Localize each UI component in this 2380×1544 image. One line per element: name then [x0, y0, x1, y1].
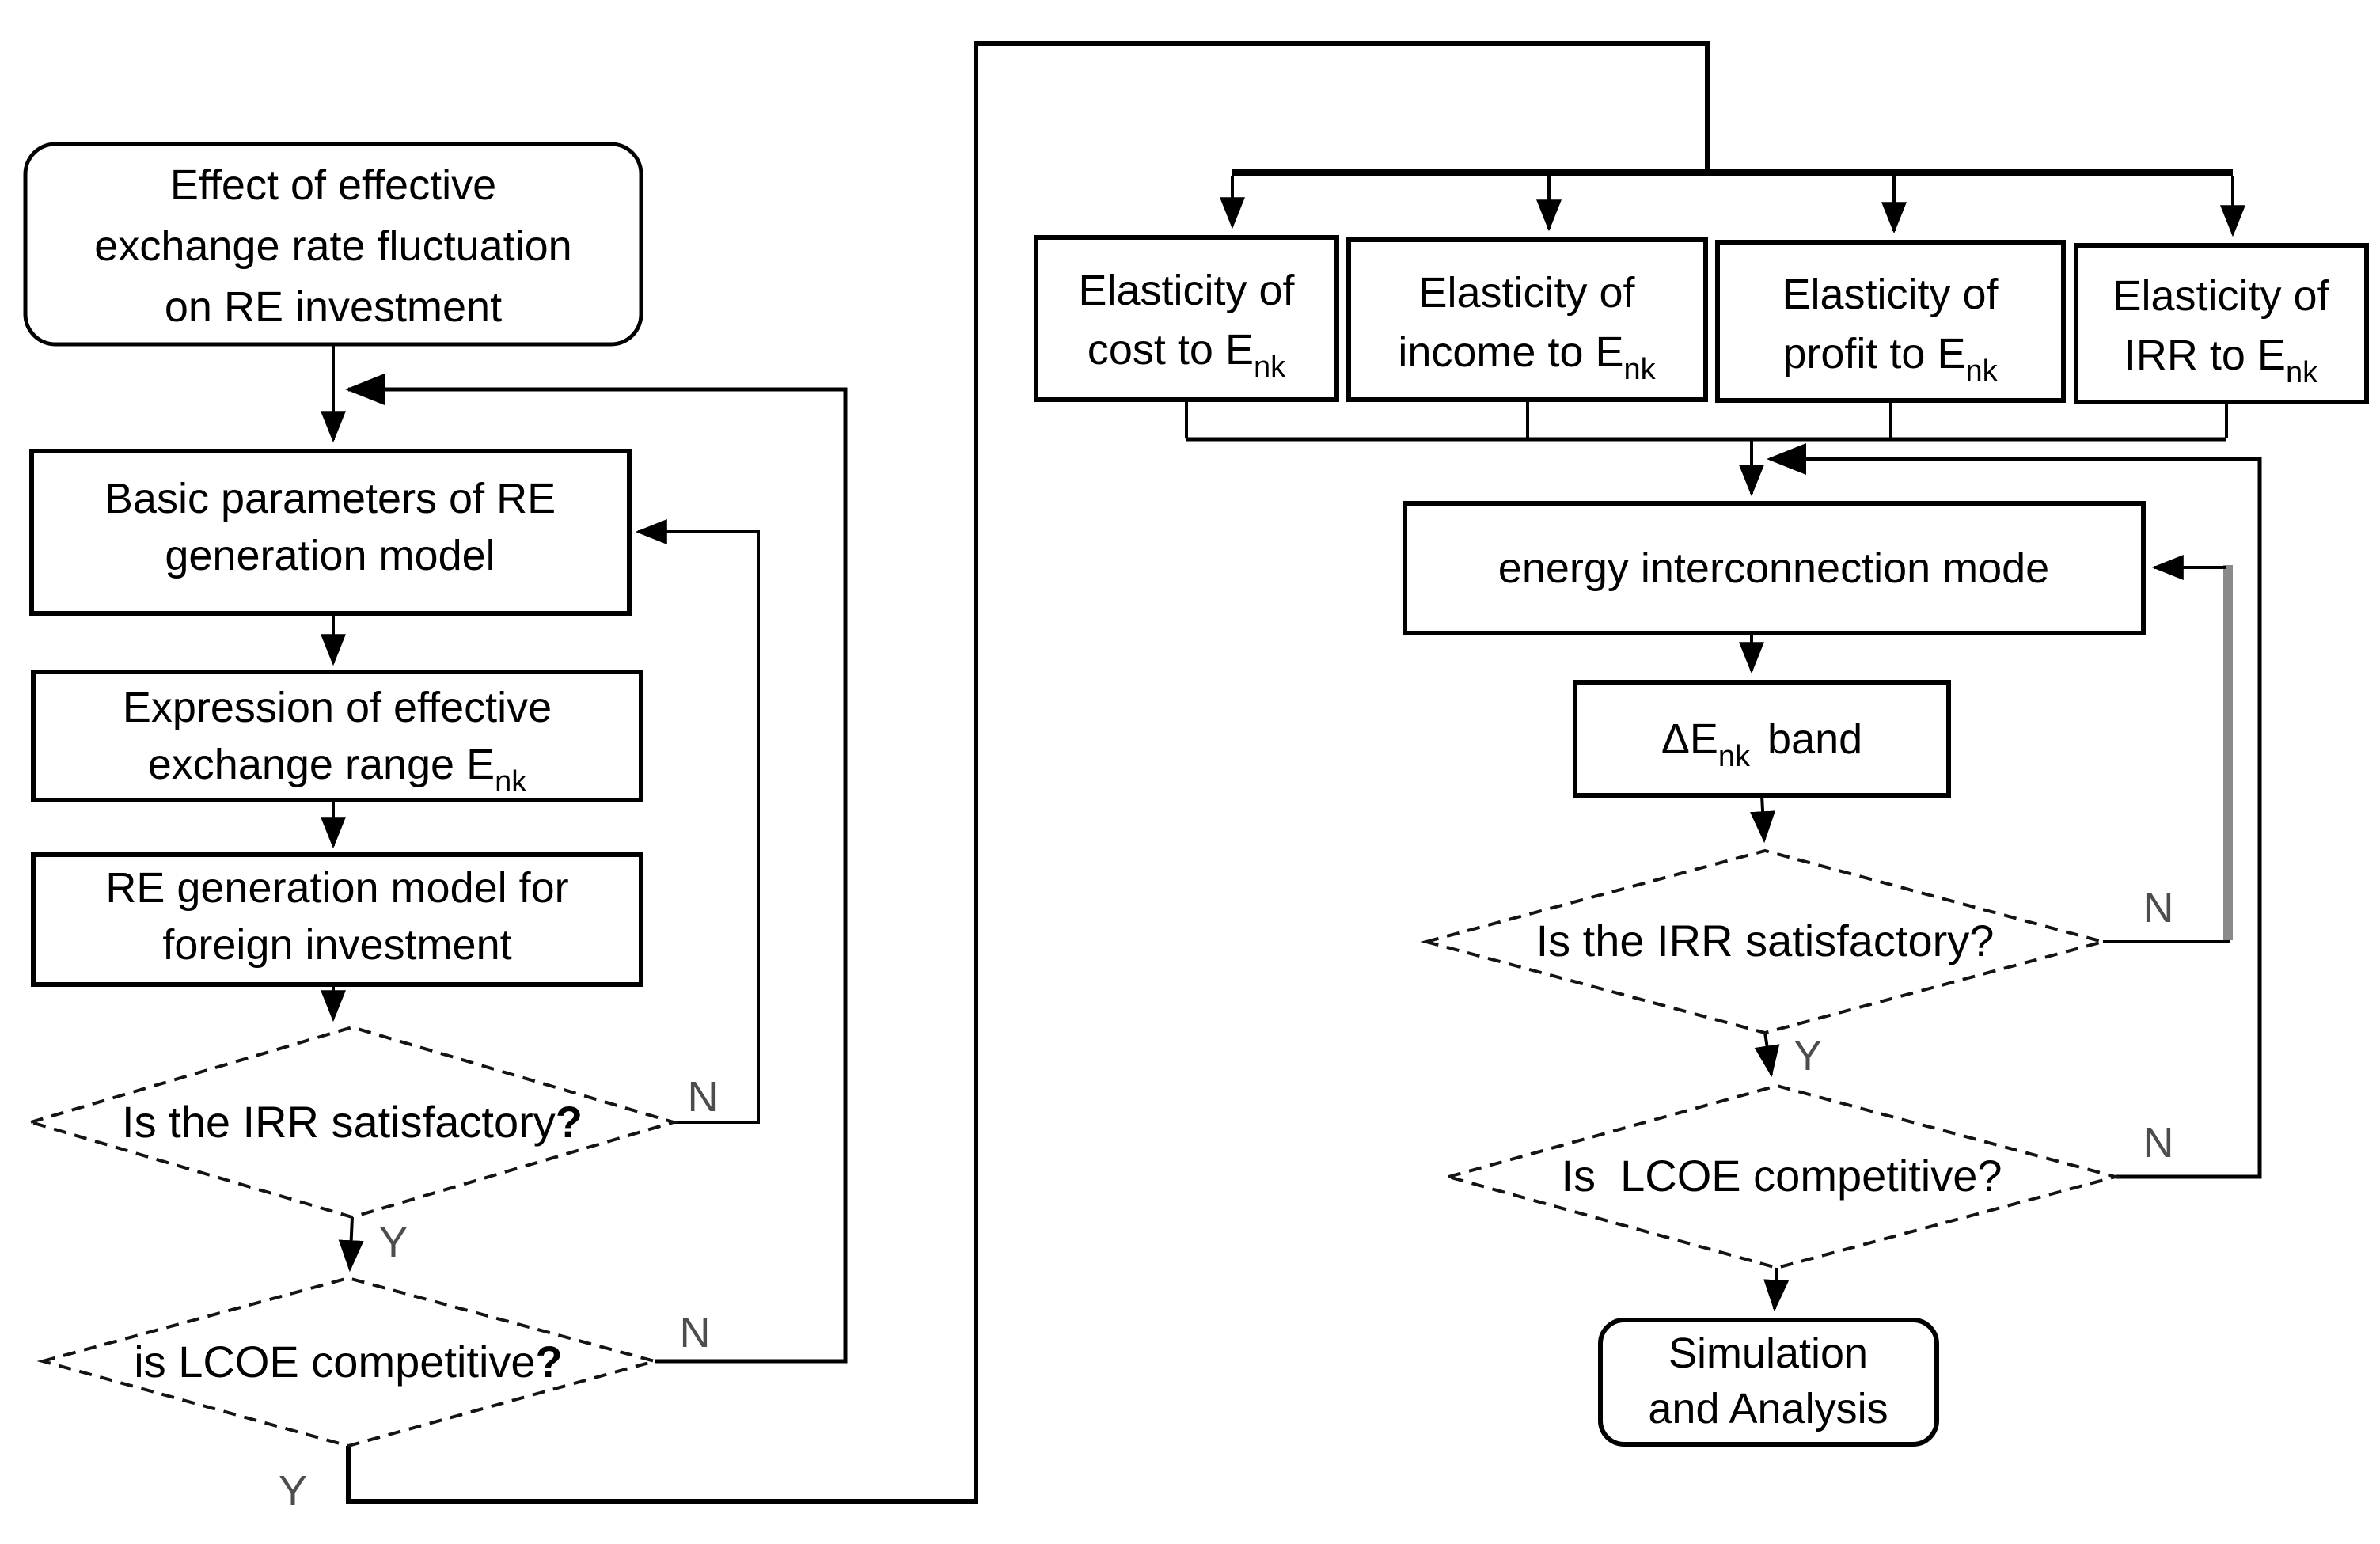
node-elasticity-profit-line2: profit to Enk [1782, 330, 1998, 388]
node-elasticity-irr: Elasticity of IRR to Enk [2074, 243, 2369, 404]
decision-lcoe-right-text: Is LCOE competitive? [1561, 1151, 2002, 1201]
label-no-irr-right: N [2143, 884, 2174, 931]
node-effect-shape [23, 142, 643, 347]
arrow-irr-left-yes [338, 1216, 364, 1273]
arrow-lcoe-left-no-feedback [344, 374, 848, 1364]
node-effect: Effect of effective exchange rate fluctu… [23, 142, 643, 347]
arrow-lcoe-right-no-feedback [1766, 443, 2262, 1179]
node-simulation: Simulation and Analysis [1598, 1318, 1939, 1447]
node-simulation-line1: Simulation [1668, 1330, 1868, 1377]
node-elasticity-cost: Elasticity of cost to Enk [1034, 235, 1339, 402]
node-energy-interconnection-shape [1403, 501, 2146, 635]
decision-irr-right-shape [1420, 848, 2109, 1035]
node-elasticity-cost-shape [1034, 235, 1339, 402]
line-lcoe-left-yes-route [346, 41, 1710, 1504]
node-basic-parameters-shape [29, 449, 632, 616]
node-elasticity-profit: Elasticity of profit to Enk [1715, 240, 2066, 403]
label-yes-lcoe-left: Y [279, 1467, 307, 1515]
node-elasticity-income-shape [1346, 237, 1708, 402]
label-yes-irr-left: Y [379, 1219, 408, 1266]
node-expression-line2: exchange range Enk [148, 741, 527, 799]
node-elasticity-profit-line1: Elasticity of [1782, 271, 1999, 318]
label-yes-irr-right: Y [1794, 1032, 1822, 1079]
label-no-lcoe-left: N [680, 1309, 711, 1356]
node-basic-line1: Basic parameters of RE [104, 475, 556, 522]
node-elasticity-cost-line2: cost to Enk [1088, 326, 1286, 384]
node-elasticity-irr-line2: IRR to Enk [2124, 332, 2318, 389]
decision-irr-left-shape [25, 1025, 680, 1220]
node-elasticity-income: Elasticity of income to Enk [1346, 237, 1708, 402]
node-simulation-shape [1598, 1318, 1939, 1447]
connectors [321, 41, 2262, 1504]
node-re-model: RE generation model for foreign investme… [31, 852, 643, 987]
node-basic-line2: generation model [165, 532, 495, 579]
node-re-model-line2: foreign investment [162, 921, 511, 969]
decision-irr-left: Is the IRR satisfactory? [25, 1025, 680, 1220]
node-re-model-shape [31, 852, 643, 987]
node-effect-line1: Effect of effective [170, 161, 496, 209]
node-elasticity-profit-shape [1715, 240, 2066, 403]
decision-lcoe-right: Is LCOE competitive? [1442, 1083, 2122, 1270]
node-elasticity-income-line2: income to Enk [1398, 328, 1656, 386]
arrow-irr-right-yes [1754, 1032, 1780, 1078]
node-energy-interconnection-text: energy interconnection mode [1498, 544, 2049, 592]
node-energy-interconnection: energy interconnection mode [1403, 501, 2146, 635]
node-effect-line2: exchange rate fluctuation [94, 222, 571, 270]
node-elasticity-income-line1: Elasticity of [1418, 269, 1635, 317]
label-no-lcoe-right: N [2143, 1119, 2174, 1167]
arrow-delta-to-irr-right [1750, 795, 1776, 844]
decision-lcoe-left-shape [36, 1276, 661, 1448]
decision-irr-right-text: Is the IRR satisfactory? [1536, 916, 1995, 965]
label-no-irr-left: N [688, 1073, 719, 1121]
decision-irr-left-text: Is the IRR satisfactory? [122, 1097, 583, 1147]
node-elasticity-irr-line1: Elasticity of [2112, 272, 2329, 320]
decision-irr-right: Is the IRR satisfactory? [1420, 848, 2109, 1035]
node-expression-shape [31, 670, 643, 802]
arrow-lcoe-right-to-simulation [1763, 1267, 1790, 1312]
node-re-model-line1: RE generation model for [105, 864, 568, 912]
node-expression: Expression of effective exchange range E… [31, 670, 643, 802]
node-simulation-line2: and Analysis [1648, 1385, 1888, 1432]
arrow-irr-left-no-feedback [635, 519, 760, 1124]
node-elasticity-irr-shape [2074, 243, 2369, 404]
node-elasticity-cost-line1: Elasticity of [1078, 267, 1295, 314]
decision-lcoe-right-shape [1442, 1083, 2122, 1270]
node-delta-band-shape [1573, 680, 1951, 798]
node-basic-parameters: Basic parameters of RE generation model [29, 449, 632, 616]
branch-labels: N Y N Y N Y N [279, 884, 2174, 1515]
decision-lcoe-left: is LCOE competitive? [36, 1276, 661, 1448]
node-effect-line3: on RE investment [165, 283, 502, 331]
decision-lcoe-left-text: is LCOE competitive? [134, 1337, 563, 1387]
node-expression-line1: Expression of effective [123, 684, 552, 731]
